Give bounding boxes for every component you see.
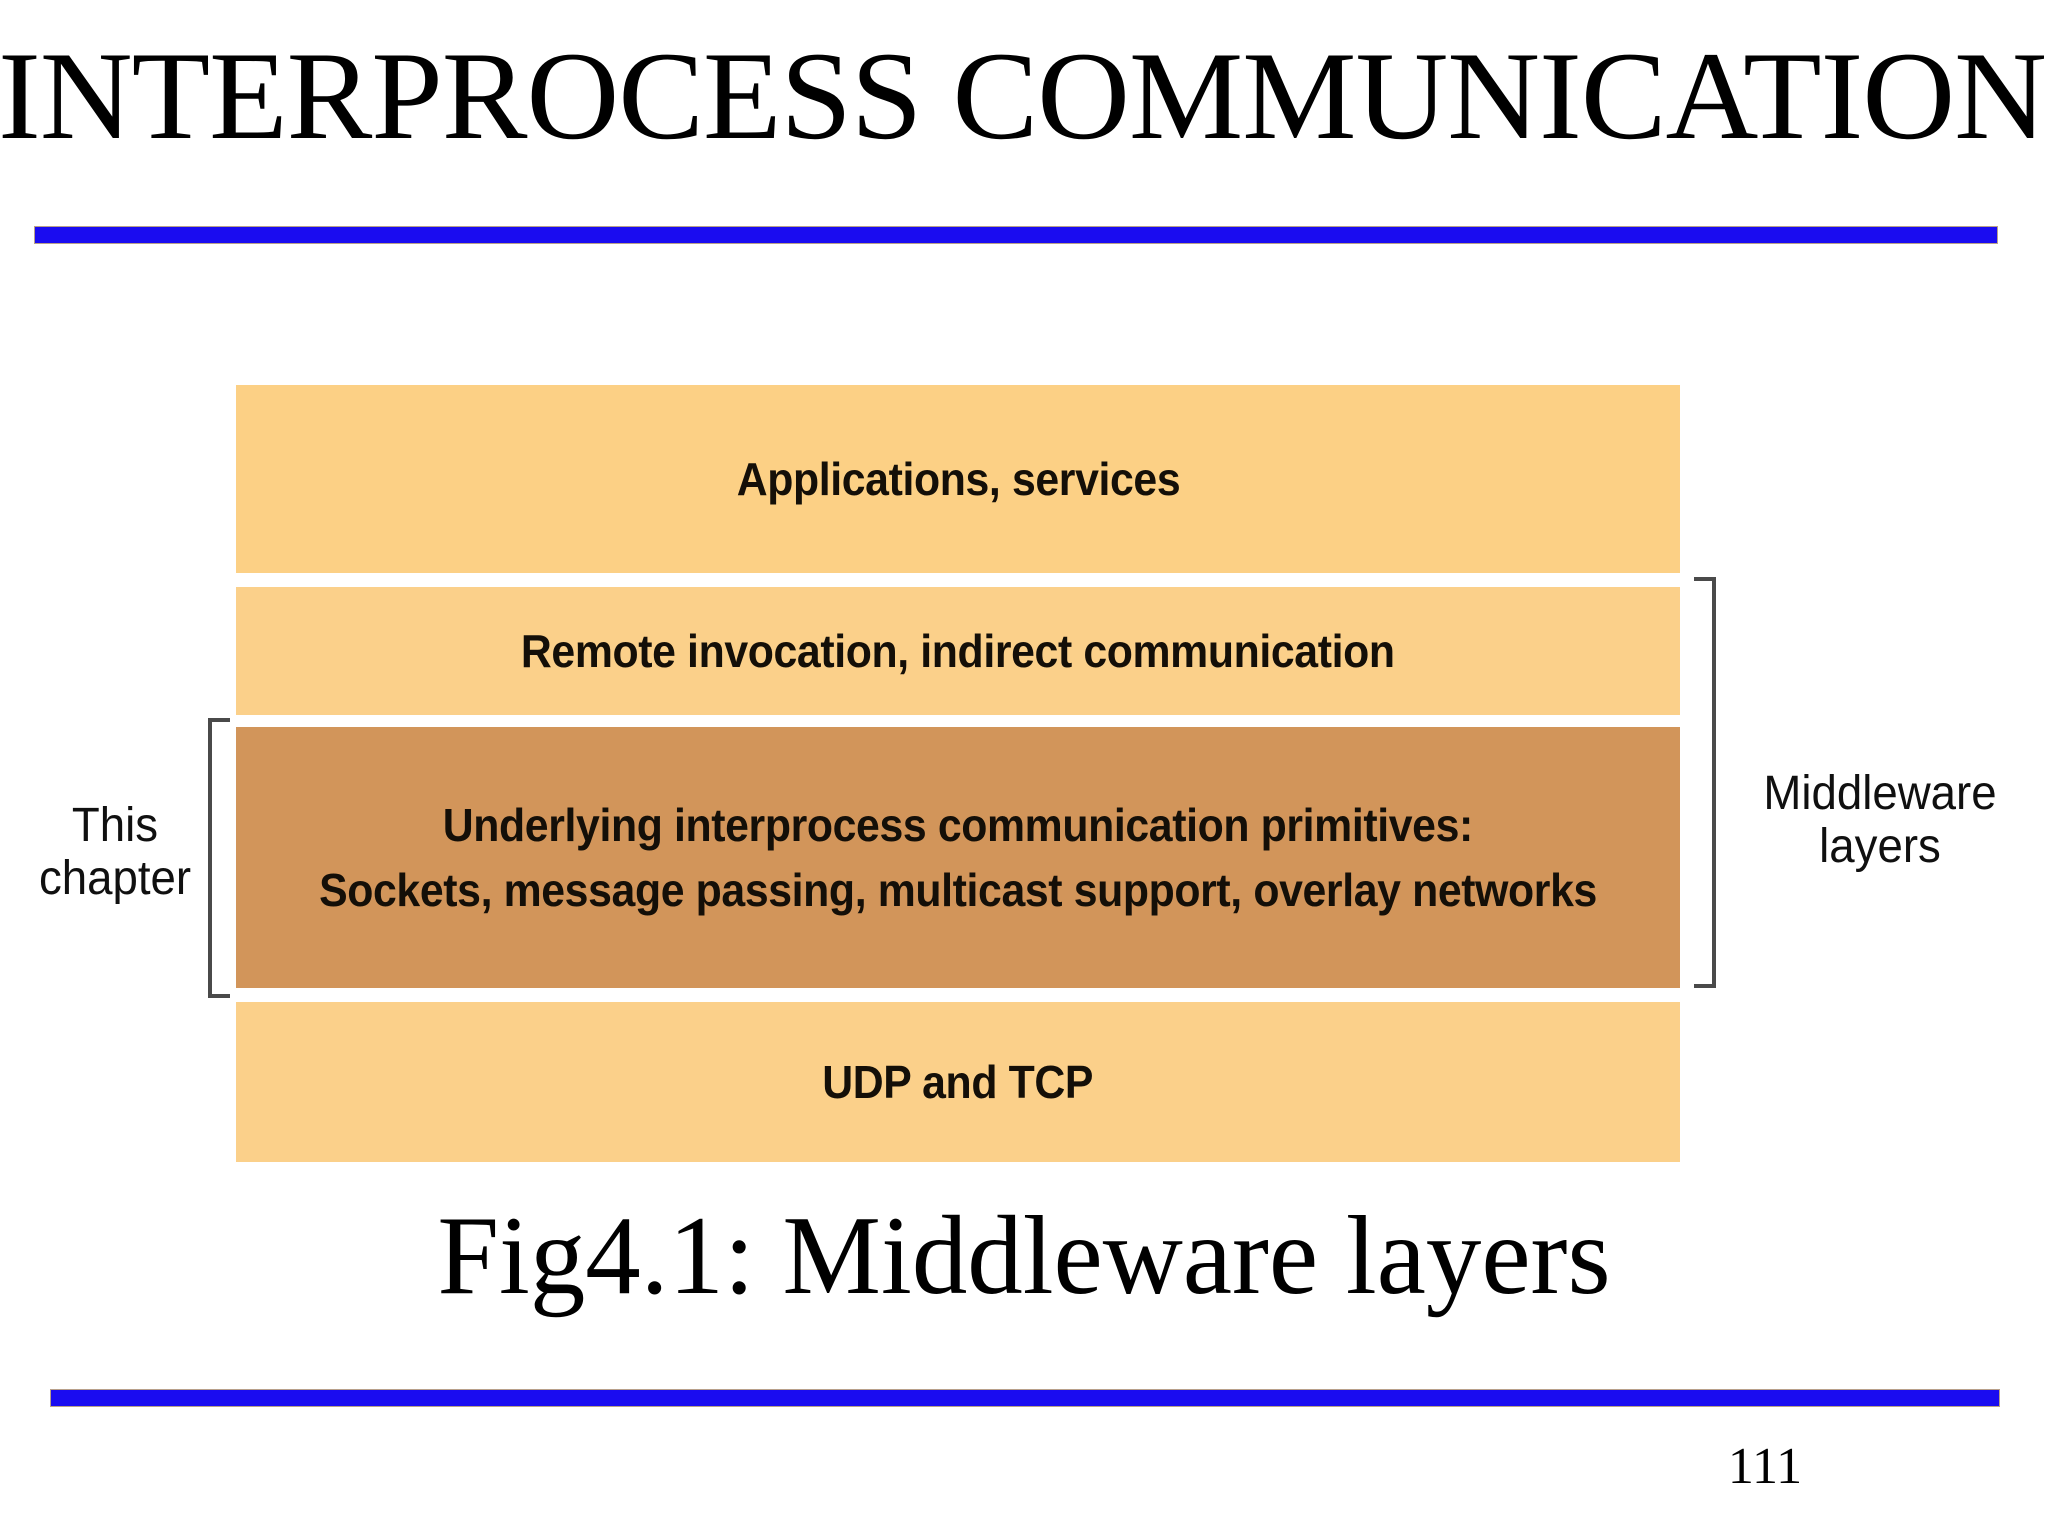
middleware-layers-label-line2: layers bbox=[1819, 819, 1941, 873]
this-chapter-label-line2: chapter bbox=[38, 851, 192, 905]
figure-caption: Fig4.1: Middleware layers bbox=[437, 1194, 1611, 1318]
page-title: INTERPROCESS COMMUNICATION bbox=[0, 27, 2047, 166]
layer-label-ipc-primitives-line1: Underlying interprocess communication pr… bbox=[442, 799, 1474, 852]
layer-label-ipc-primitives-line2: Sockets, message passing, multicast supp… bbox=[319, 863, 1597, 916]
left-bracket bbox=[208, 718, 230, 998]
right-bracket bbox=[1694, 577, 1716, 988]
layer-label-udp-tcp: UDP and TCP bbox=[822, 1056, 1094, 1108]
page-number: 111 bbox=[1727, 1438, 1803, 1495]
layer-box-applications: Applications, services bbox=[236, 385, 1680, 573]
layer-box-remote-invocation: Remote invocation, indirect communicatio… bbox=[236, 587, 1680, 715]
top-divider-rule bbox=[34, 226, 1998, 244]
this-chapter-label: This chapter bbox=[20, 799, 210, 906]
middleware-layers-label: Middleware layers bbox=[1730, 767, 2030, 874]
layer-label-applications: Applications, services bbox=[736, 453, 1180, 505]
this-chapter-label-line1: This bbox=[71, 799, 159, 852]
middleware-layers-label-line1: Middleware bbox=[1763, 767, 1997, 820]
layer-box-udp-tcp: UDP and TCP bbox=[236, 1002, 1680, 1162]
bottom-divider-rule bbox=[50, 1389, 2000, 1407]
layer-label-remote-invocation: Remote invocation, indirect communicatio… bbox=[521, 625, 1395, 677]
layer-box-ipc-primitives: Underlying interprocess communication pr… bbox=[236, 727, 1680, 988]
